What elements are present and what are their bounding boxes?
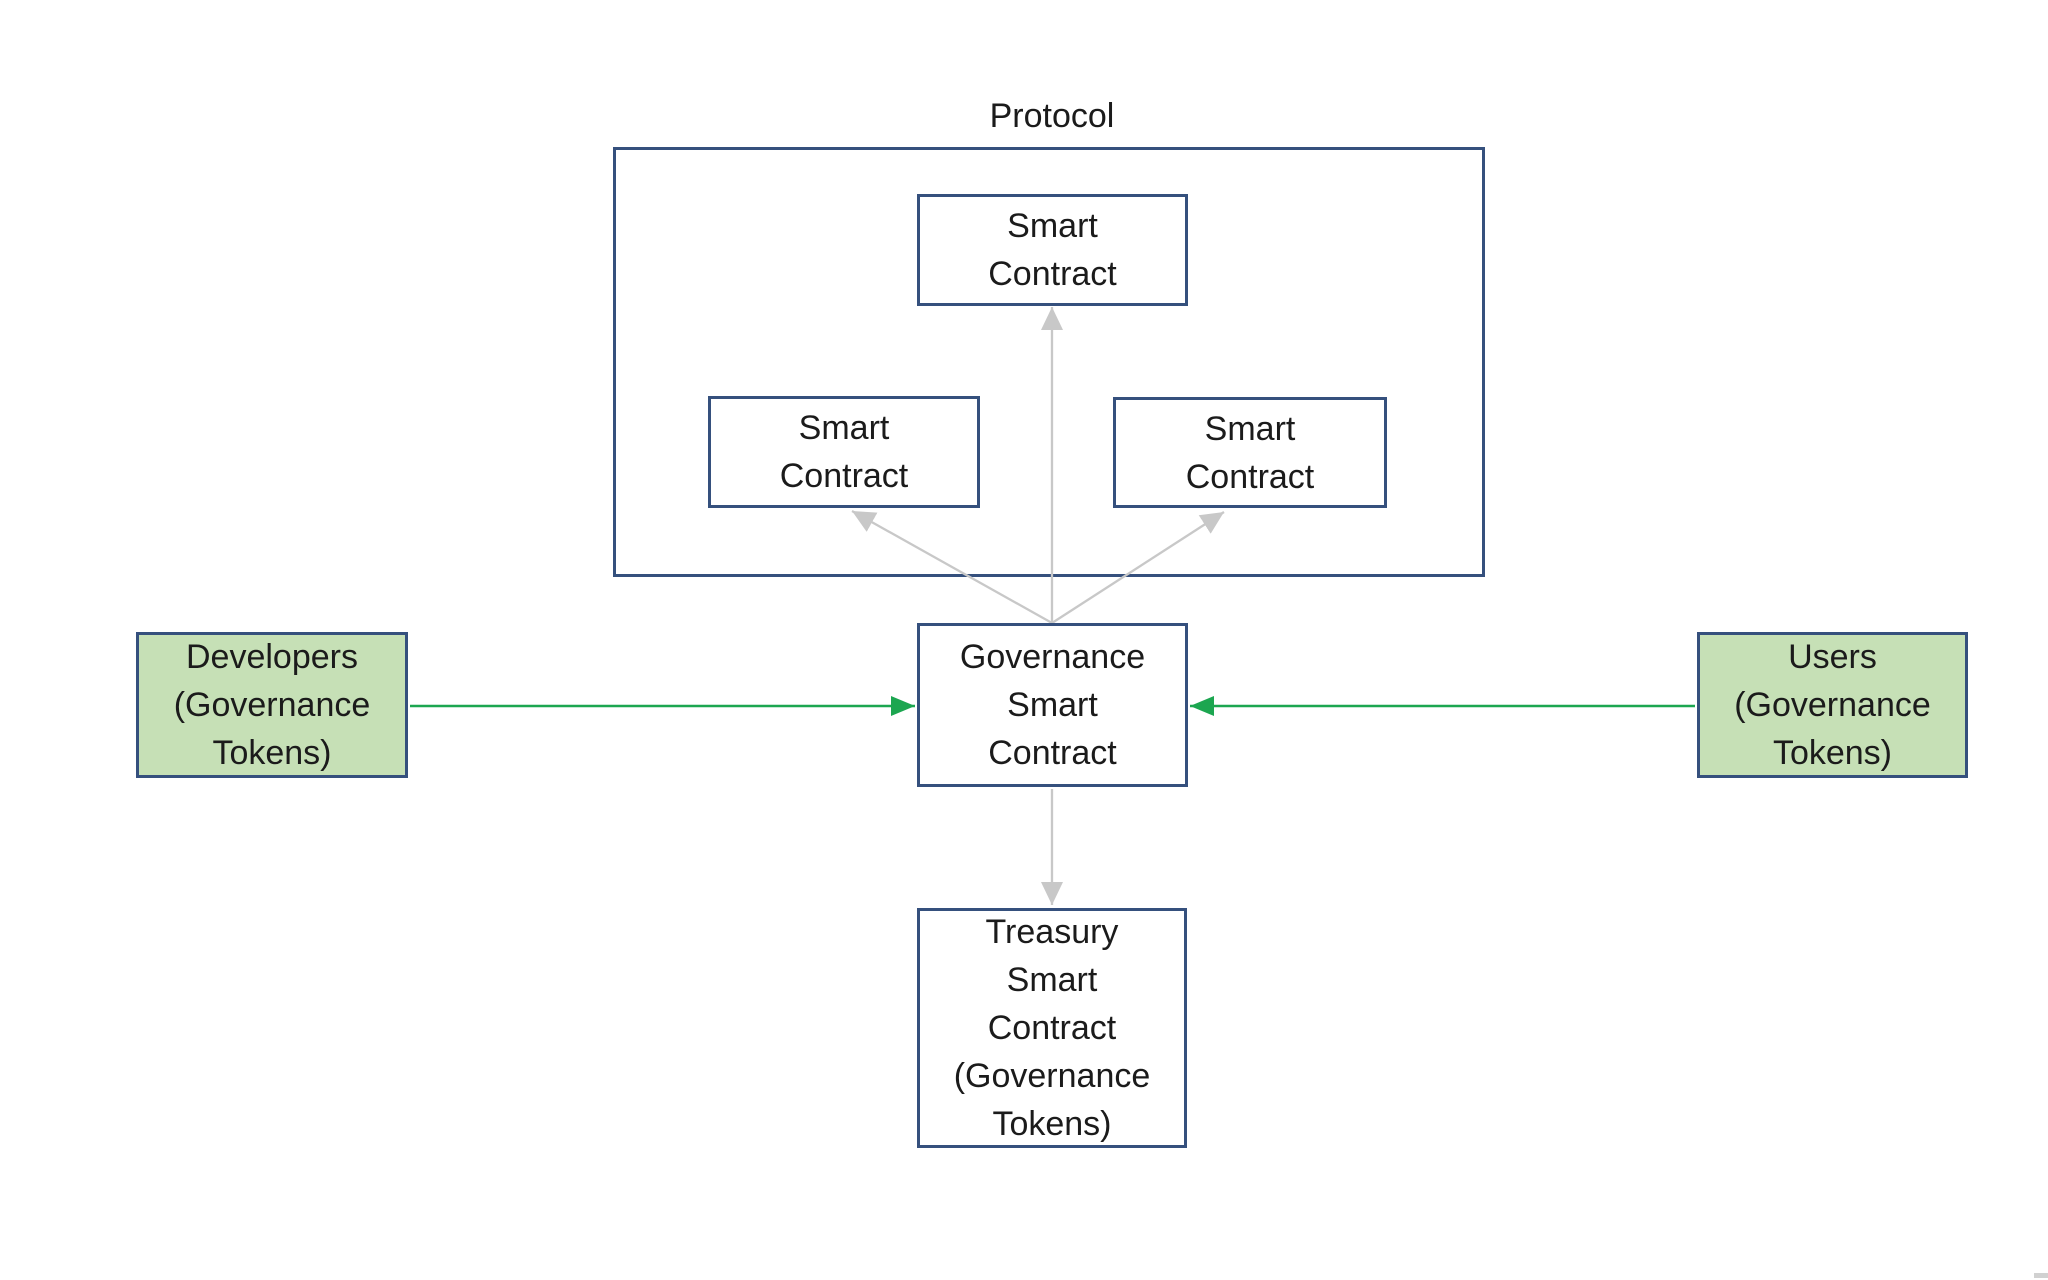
- node-smart-contract-right: Smart Contract: [1113, 397, 1387, 508]
- node-smart-contract-top-label: Smart Contract: [988, 207, 1117, 293]
- protocol-container-label: Protocol: [989, 97, 1115, 135]
- node-smart-contract-top: Smart Contract: [917, 194, 1188, 306]
- node-governance-smart-contract-label: Governance Smart Contract: [959, 638, 1146, 772]
- node-smart-contract-left-label: Smart Contract: [779, 409, 909, 495]
- node-users: Users (Governance Tokens): [1697, 632, 1968, 778]
- node-smart-contract-left: Smart Contract: [708, 396, 980, 508]
- node-governance-smart-contract: Governance Smart Contract: [917, 623, 1188, 787]
- corner-artifact: [2034, 1273, 2048, 1278]
- node-users-label: Users (Governance Tokens): [1734, 638, 1931, 772]
- node-developers: Developers (Governance Tokens): [136, 632, 408, 778]
- node-treasury-smart-contract: Treasury Smart Contract (Governance Toke…: [917, 908, 1187, 1148]
- node-developers-label: Developers (Governance Tokens): [173, 638, 371, 772]
- node-treasury-smart-contract-label: Treasury Smart Contract (Governance Toke…: [953, 913, 1151, 1143]
- node-smart-contract-right-label: Smart Contract: [1185, 409, 1315, 496]
